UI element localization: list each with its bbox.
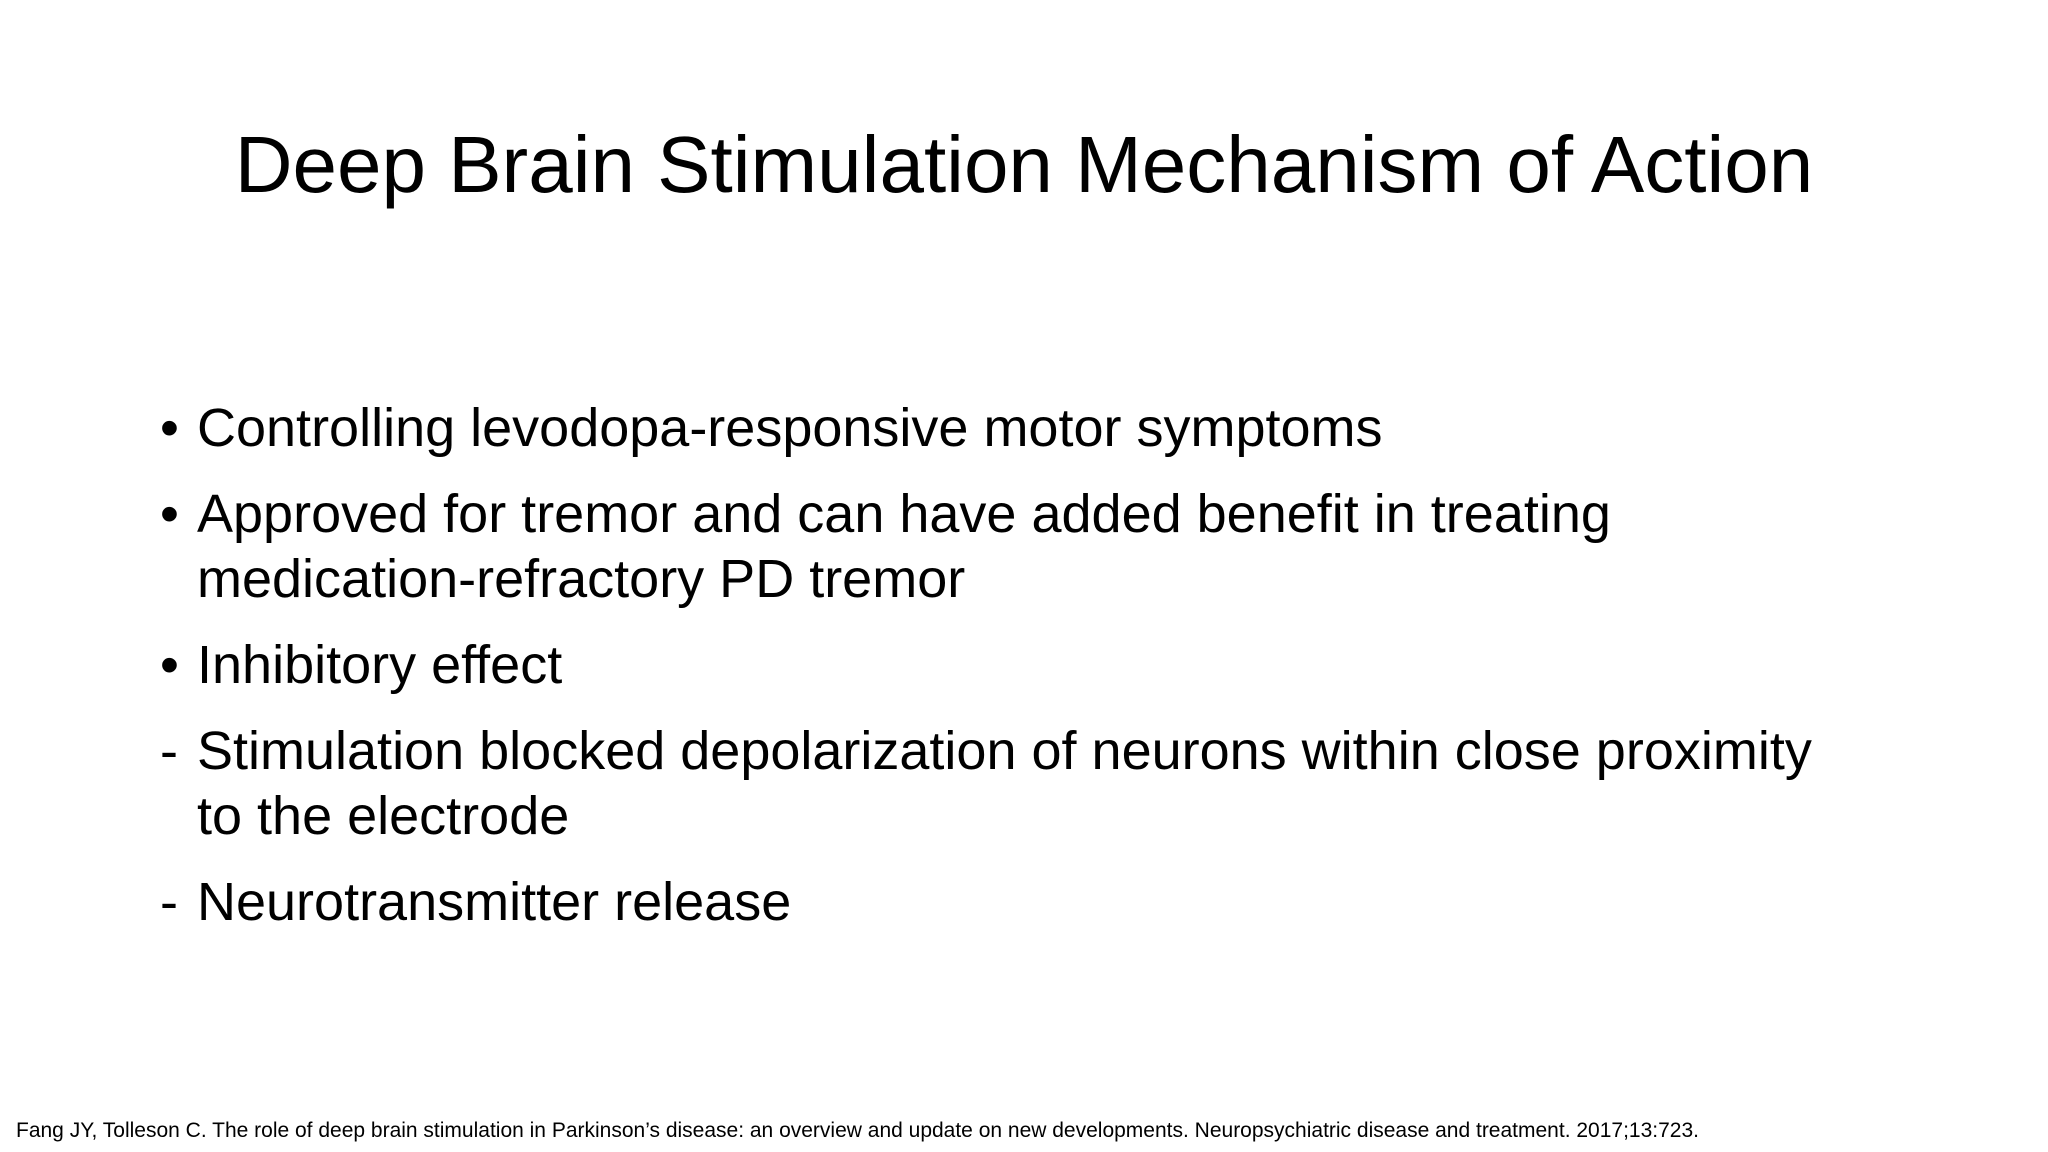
slide-title: Deep Brain Stimulation Mechanism of Acti… [234, 120, 1814, 209]
bullet-text: Controlling levodopa-responsive motor sy… [197, 398, 1383, 458]
bullet-marker: • [160, 398, 179, 458]
dash-marker: - [160, 872, 178, 932]
list-item: -Neurotransmitter release [160, 870, 1842, 935]
list-item: -Stimulation blocked depolarization of n… [160, 719, 1842, 849]
list-item: • Inhibitory effect [160, 633, 1842, 698]
citation-footnote: Fang JY, Tolleson C. The role of deep br… [16, 1119, 1699, 1142]
bullet-list: • Controlling levodopa-responsive motor s… [160, 396, 1842, 935]
dash-marker: - [160, 721, 178, 781]
bullet-text: Neurotransmitter release [197, 872, 792, 932]
list-item: • Controlling levodopa-responsive motor s… [160, 396, 1842, 461]
bullet-text: Stimulation blocked depolarization of ne… [197, 721, 1812, 846]
bullet-marker: • [160, 484, 179, 544]
bullet-marker: • [160, 635, 179, 695]
bullet-text: Approved for tremor and can have added b… [197, 484, 1611, 609]
bullet-text: Inhibitory effect [197, 635, 563, 695]
list-item: • Approved for tremor and can have added … [160, 482, 1842, 612]
